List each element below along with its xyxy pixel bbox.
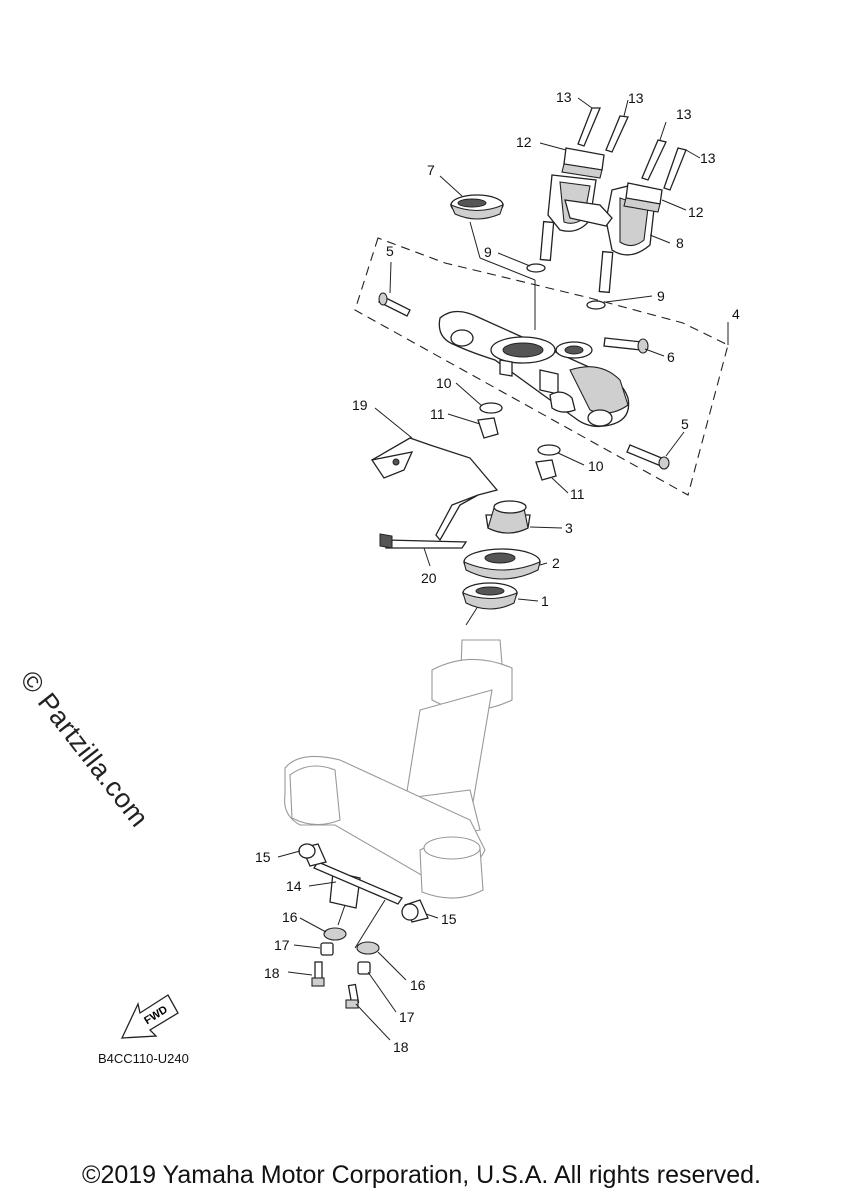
callout-18: 18 — [264, 965, 280, 981]
part-11-nut-lower — [535, 459, 557, 481]
part-9-washer-upper — [526, 263, 546, 273]
callout-17: 17 — [274, 937, 290, 953]
callout-13: 13 — [628, 90, 644, 106]
callout-13: 13 — [676, 106, 692, 122]
part-6-bolt — [603, 337, 649, 354]
callout-19: 19 — [352, 397, 368, 413]
copyright-notice: ©2019 Yamaha Motor Corporation, U.S.A. A… — [82, 1161, 761, 1189]
part-12-cap-right — [623, 182, 663, 213]
callout-10: 10 — [588, 458, 604, 474]
part-1-bearing — [462, 582, 518, 610]
callout-12: 12 — [516, 134, 532, 150]
callout-18: 18 — [393, 1039, 409, 1055]
part-12-cap-left — [561, 147, 605, 179]
part-16-grommet-left — [323, 927, 347, 941]
part-17-collar-right — [357, 961, 371, 975]
callout-4: 4 — [732, 306, 740, 322]
part-7-cap — [449, 194, 536, 330]
callout-6: 6 — [667, 349, 675, 365]
callout-5: 5 — [681, 416, 689, 432]
part-15-bushing-left — [298, 843, 327, 867]
callout-1: 1 — [541, 593, 549, 609]
callout-13: 13 — [700, 150, 716, 166]
callout-16: 16 — [282, 909, 298, 925]
callout-12: 12 — [688, 204, 704, 220]
part-16-grommet-right — [356, 941, 380, 955]
part-4-upper-bracket — [438, 310, 630, 428]
part-10-washer-upper — [479, 402, 503, 414]
callout-9: 9 — [484, 244, 492, 260]
assembly-4-boundary — [354, 237, 729, 496]
callout-3: 3 — [565, 520, 573, 536]
part-17-collar-left — [320, 942, 334, 956]
part-18-bolt-left — [311, 961, 325, 987]
callout-2: 2 — [552, 555, 560, 571]
part-10-washer-lower — [537, 444, 561, 456]
fwd-arrow-icon: FWD — [120, 994, 179, 1039]
callout-16: 16 — [410, 977, 426, 993]
part-19-bracket — [370, 437, 499, 542]
callout-11: 11 — [570, 486, 585, 502]
part-2-washer — [463, 548, 541, 580]
callout-20: 20 — [421, 570, 437, 586]
callout-13: 13 — [556, 89, 572, 105]
callout-15: 15 — [441, 911, 457, 927]
part-18-bolt-right — [345, 983, 360, 1009]
handlebar-holder-bracket — [564, 199, 613, 227]
steering-stem-ghost — [284, 599, 513, 899]
callout-5: 5 — [386, 243, 394, 259]
leader-lines — [277, 97, 729, 1041]
callout-11: 11 — [430, 406, 445, 422]
callout-14: 14 — [286, 878, 302, 894]
diagram-code: B4CC110-U240 — [98, 1051, 189, 1066]
callout-17: 17 — [399, 1009, 415, 1025]
part-9-washer-lower — [586, 300, 606, 310]
part-11-nut-upper — [477, 417, 499, 439]
callout-15: 15 — [255, 849, 271, 865]
part-13-bolts — [577, 107, 687, 191]
callout-9: 9 — [657, 288, 665, 304]
part-5-bolt-upper — [378, 292, 411, 317]
part-5-bolt-lower — [626, 444, 670, 470]
part-20-cable-band — [379, 533, 468, 549]
callout-10: 10 — [436, 375, 452, 391]
callout-8: 8 — [676, 235, 684, 251]
callout-labels: 13 13 13 13 12 12 7 8 9 9 5 4 6 10 11 19… — [255, 89, 740, 1055]
part-3-collar — [485, 500, 531, 534]
part-14-bracket — [313, 861, 403, 909]
callout-7: 7 — [427, 162, 435, 178]
part-15-bushing-right — [401, 899, 429, 923]
